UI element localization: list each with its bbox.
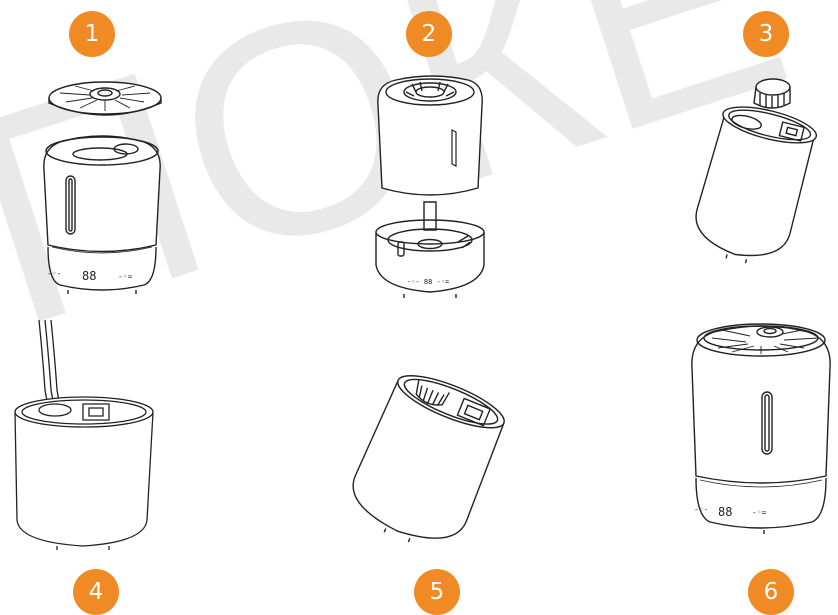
water-stream-icon bbox=[39, 320, 61, 408]
step-3-illustration bbox=[670, 75, 838, 290]
step-4-illustration bbox=[5, 320, 165, 555]
svg-text:-◦=: -◦= bbox=[752, 508, 767, 517]
step-6-badge: 6 bbox=[748, 569, 794, 615]
step-4-number: 4 bbox=[89, 579, 104, 605]
step-3-badge: 3 bbox=[743, 11, 789, 57]
step-2-number: 2 bbox=[422, 21, 437, 47]
step-4-badge: 4 bbox=[73, 569, 119, 615]
svg-text:-◦-: -◦- bbox=[47, 269, 61, 278]
step-2-illustration: -◦- 88 -◦= bbox=[360, 70, 500, 310]
humidifier-body-icon: -◦- 88 -◦= bbox=[44, 136, 160, 294]
step-5-illustration bbox=[335, 360, 535, 560]
tank-upside-icon bbox=[15, 397, 153, 550]
step-6-illustration: -◦- 88 -◦= bbox=[684, 320, 838, 550]
lid-icon bbox=[49, 82, 161, 115]
step-5-number: 5 bbox=[430, 579, 445, 605]
base-icon: -◦- 88 -◦= bbox=[376, 202, 484, 298]
tilted-tank-refilled-icon bbox=[340, 364, 512, 559]
step-1-illustration: -◦- 88 -◦= bbox=[30, 75, 170, 305]
step-1-badge: 1 bbox=[69, 11, 115, 57]
svg-text:-◦=: -◦= bbox=[118, 272, 133, 281]
step-1-number: 1 bbox=[85, 21, 100, 47]
step-2-badge: 2 bbox=[406, 11, 452, 57]
display-digits-6: 88 bbox=[718, 505, 732, 519]
step-6-number: 6 bbox=[764, 579, 779, 605]
display-digits: 88 bbox=[82, 269, 96, 283]
svg-text:-◦-: -◦- bbox=[694, 505, 708, 514]
assembled-humidifier-icon: -◦- 88 -◦= bbox=[692, 324, 830, 534]
step-3-number: 3 bbox=[759, 21, 774, 47]
tilted-tank-icon bbox=[687, 99, 819, 272]
step-5-badge: 5 bbox=[414, 569, 460, 615]
svg-text:-◦- 88 -◦=: -◦- 88 -◦= bbox=[407, 278, 449, 286]
water-tank-icon bbox=[378, 76, 482, 195]
